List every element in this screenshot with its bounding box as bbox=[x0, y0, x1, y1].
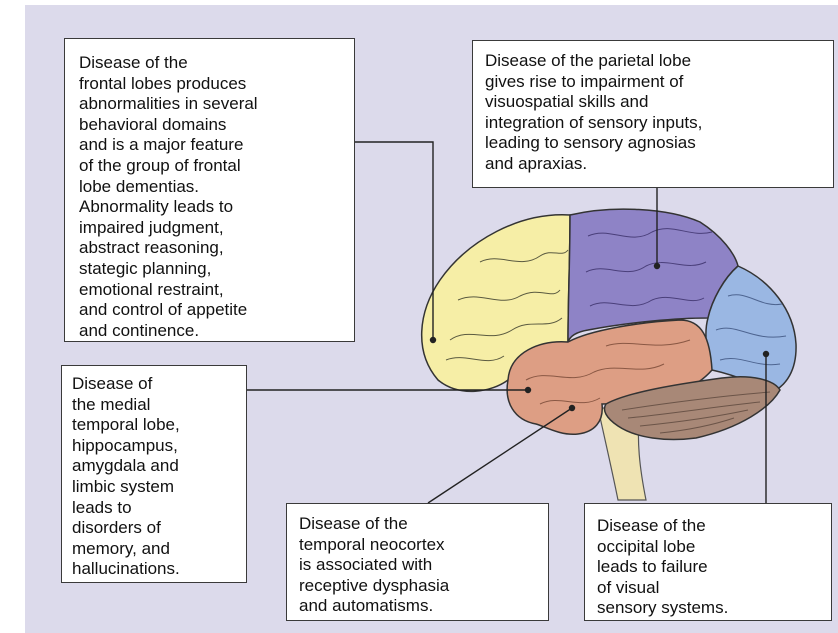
leader-occipital-dot bbox=[764, 352, 769, 357]
leader-temporal bbox=[428, 408, 572, 503]
leader-parietal-dot bbox=[655, 264, 660, 269]
frontal-lobe-caption: Disease of the frontal lobes produces ab… bbox=[64, 38, 355, 342]
leader-frontal bbox=[355, 142, 433, 340]
parietal-lobe-caption: Disease of the parietal lobe gives rise … bbox=[472, 40, 834, 188]
medial-temporal-caption: Disease of the medial temporal lobe, hip… bbox=[61, 365, 247, 583]
temporal-neocortex-caption: Disease of the temporal neocortex is ass… bbox=[286, 503, 549, 621]
leader-medial-dot bbox=[526, 388, 531, 393]
leader-frontal-dot bbox=[431, 338, 436, 343]
occipital-lobe-caption: Disease of the occipital lobe leads to f… bbox=[584, 503, 832, 621]
leader-temporal-dot bbox=[570, 406, 575, 411]
